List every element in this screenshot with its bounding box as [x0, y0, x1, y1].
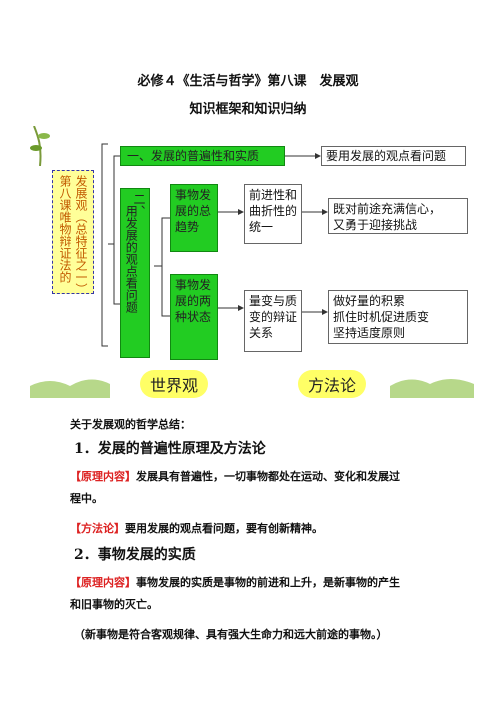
heading-universality: 1．发展的普遍性原理及方法论 [74, 441, 266, 457]
section-one-box: 一、发展的普遍性和实质 [120, 146, 285, 166]
grass-decoration-icon [30, 379, 474, 398]
section-two-number: 二、 [132, 193, 146, 217]
new-thing-note: （新事物是符合客观规律、具有强大生命力和远大前途的事物。） [74, 628, 388, 641]
method-text: 要用发展的观点看问题，要有创新精神。 [125, 522, 323, 535]
document-title: 必修４《生活与哲学》第八课 发展观 [137, 74, 359, 89]
paragraph-method-1: 【方法论】要用发展的观点看问题，要有创新精神。 [70, 520, 470, 536]
section-two-box: 二、 用发展的观点看问题 [120, 188, 150, 358]
principle-tag: 【原理内容】 [70, 470, 136, 483]
method-tag: 【方法论】 [70, 522, 125, 535]
quantity-quality-box: 量变与质变的辩证关系 [244, 290, 302, 352]
lesson-title-box: 发展观（总特征之一） 第八课唯物辩证法的 [52, 170, 94, 295]
vine-decoration-icon [30, 126, 50, 166]
method-accumulation-line1: 做好量的积累 [333, 294, 406, 308]
method-accumulation-box: 做好量的积累 抓住时机促进质变 坚持适度原则 [328, 290, 468, 344]
trend-box: 事物发展的总趋势 [170, 184, 218, 252]
worldview-label: 世界观 [140, 370, 209, 398]
paragraph-principle-1: 【原理内容】发展具有普遍性，一切事物都处在运动、变化和发展过 程中。 [70, 466, 470, 510]
essence-text-line1: 事物发展的实质是事物的前进和上升，是新事物的产生 [136, 576, 400, 589]
principle-text-line1: 发展具有普遍性，一切事物都处在运动、变化和发展过 [136, 470, 400, 483]
method-accumulation-line3: 坚持适度原则 [333, 326, 406, 341]
states-box: 事物发展的两种状态 [170, 274, 218, 360]
method-confidence-box: 既对前途充满信心， 又勇于迎接挑战 [328, 198, 468, 234]
document-subtitle: 知识框架和知识归纳 [189, 102, 307, 117]
lesson-title-col: 第八课唯物辩证法的 [58, 175, 72, 283]
section-one-method-box: 要用发展的观点看问题 [321, 146, 466, 166]
summary-intro: 关于发展观的哲学总结： [70, 418, 191, 431]
connector-lines [101, 143, 328, 347]
principle-tag-2: 【原理内容】 [70, 576, 136, 589]
progress-tortuosity-box: 前进性和曲折性的统一 [244, 184, 302, 244]
method-confidence-line1: 既对前途充满信心， [333, 202, 442, 216]
principle-text-line2: 程中。 [70, 492, 103, 505]
section-two-title: 用发展的观点看问题 [124, 205, 139, 313]
knowledge-framework-diagram: 发展观（总特征之一） 第八课唯物辩证法的 一、发展的普遍性和实质 要用发展的观点… [30, 126, 474, 398]
method-accumulation-line2: 抓住时机促进质变 [333, 310, 430, 325]
essence-text-line2: 和旧事物的灭亡。 [70, 598, 158, 611]
heading-essence: 2．事物发展的实质 [74, 547, 196, 563]
methodology-label: 方法论 [298, 370, 367, 398]
method-confidence-line2: 又勇于迎接挑战 [333, 218, 418, 233]
paragraph-principle-2: 【原理内容】事物发展的实质是事物的前进和上升，是新事物的产生 和旧事物的灭亡。 [70, 572, 470, 616]
lesson-subtitle-col: 发展观（总特征之一） [74, 175, 88, 295]
